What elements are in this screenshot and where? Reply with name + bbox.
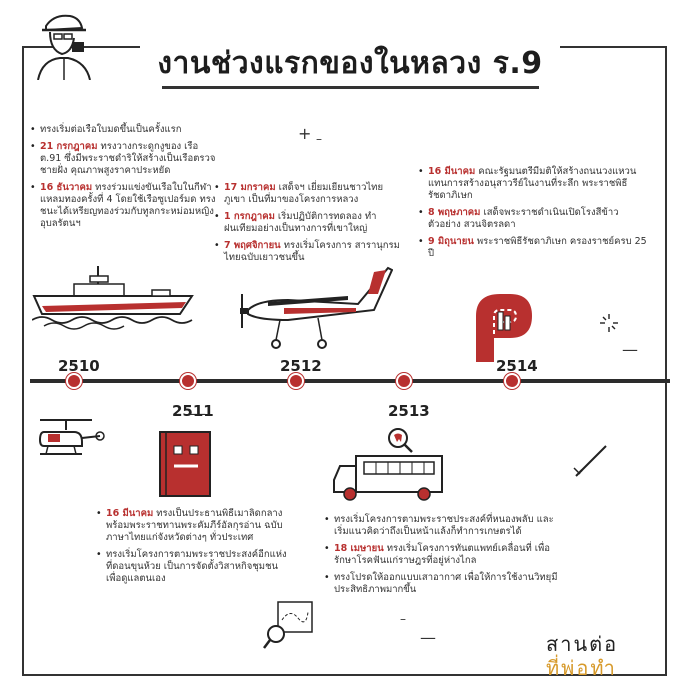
book-icon	[159, 431, 211, 497]
event-item: ทรงเริ่มต่อเรือใบมดขึ้นเป็นครั้งแรก	[30, 124, 220, 136]
map-magnifier-icon	[263, 601, 313, 649]
events-2512: 17 มกราคม เสด็จฯ เยี่ยมเยียนชาวไทยภูเขา …	[214, 182, 404, 269]
year-label-2513: 2513	[388, 402, 430, 420]
title-mask	[140, 36, 560, 58]
year-label-2512: 2512	[280, 357, 322, 375]
events-2511: 16 มีนาคม ทรงเป็นประธานพิธีเมาลิดกลาง พร…	[96, 508, 294, 590]
brand-logo: สานต่อ ที่พ่อทำ	[546, 632, 636, 680]
event-item: 7 พฤศจิกายน ทรงเริ่มโครงการ สารานุกรมไทย…	[214, 240, 404, 264]
mobile-dental-truck-icon	[333, 455, 443, 501]
event-date: 16 มีนาคม	[428, 166, 476, 177]
events-2514: 16 มีนาคม คณะรัฐมนตรีมีมติให้สร้างถนนวงแ…	[418, 166, 650, 265]
burst-decoration	[600, 314, 618, 332]
event-date: 7 พฤศจิกายน	[224, 240, 281, 251]
event-text: ทรงโปรดให้ออกแบบเสาอากาศ เพื่อให้การใช้ง…	[334, 572, 558, 595]
year-label-2510: 2510	[58, 357, 100, 375]
event-date: 8 พฤษภาคม	[428, 207, 481, 218]
plus-decoration: +	[298, 124, 312, 143]
event-item: 8 พฤษภาคม เสด็จพระราชดำเนินเปิดโรงสีข้าว…	[418, 207, 650, 231]
event-date: 18 เมษายน	[334, 543, 384, 554]
event-text: ทรงวางกระดูกงูของ เรือ ต.91 ซึ่งมีพระราช…	[40, 141, 216, 176]
event-text: ทรงเริ่มโครงการ สารานุกรมไทยฉบับเยาวชนขึ…	[224, 240, 400, 263]
event-text: เริ่มปฏิบัติการทดลอง ทำฝนเทียมอย่างเป็นท…	[224, 211, 377, 234]
event-date: 1 กรกฎาคม	[224, 211, 275, 222]
timeline-dot-2512	[288, 373, 304, 389]
event-text: ทรงเริ่มโครงการตามพระราชประสงค์อีกแห่ง ท…	[106, 549, 287, 584]
airplane-icon	[240, 266, 393, 349]
event-date: 17 มกราคม	[224, 182, 276, 193]
event-item: ทรงโปรดให้ออกแบบเสาอากาศ เพื่อให้การใช้ง…	[324, 572, 564, 596]
dash-decoration: —	[190, 404, 206, 423]
event-text: เสด็จพระราชดำเนินเปิดโรงสีข้าวตัวอย่าง ส…	[428, 207, 619, 230]
tooth-icon	[388, 428, 413, 453]
timeline-axis	[30, 379, 670, 383]
events-2510: ทรงเริ่มต่อเรือใบมดขึ้นเป็นครั้งแรก 21 ก…	[30, 124, 220, 235]
event-text: ทรงร่วมแข่งขันเรือใบในกีฬาแหลมทองครั้งที…	[40, 182, 216, 229]
year-label-2514: 2514	[496, 357, 538, 375]
event-text: ทรงเริ่มโครงการทันตแพทย์เคลื่อนที่ เพื่อ…	[334, 543, 550, 566]
timeline-dot-2510	[66, 373, 82, 389]
king-with-camera-icon	[37, 14, 91, 80]
event-item: 16 มีนาคม คณะรัฐมนตรีมีมติให้สร้างถนนวงแ…	[418, 166, 650, 202]
dash-decoration: —	[420, 628, 436, 647]
timeline-dot-2513	[396, 373, 412, 389]
event-item: 18 เมษายน ทรงเริ่มโครงการทันตแพทย์เคลื่อ…	[324, 543, 564, 567]
dash-decoration: —	[622, 340, 638, 359]
event-text: ทรงเริ่มต่อเรือใบมดขึ้นเป็นครั้งแรก	[40, 124, 182, 135]
event-date: 16 มีนาคม	[106, 508, 154, 519]
dash-decoration: –	[316, 132, 322, 146]
pencil-icon	[573, 445, 607, 477]
events-2513: ทรงเริ่มโครงการตามพระราชประสงค์ที่หนองพล…	[324, 514, 564, 601]
event-text: คณะรัฐมนตรีมีมติให้สร้างถนนวงแหวน แทนการ…	[428, 166, 637, 201]
event-text: พระราชพิธีรัชดาภิเษก ครองราชย์ครบ 25 ปี	[428, 236, 647, 259]
event-item: 1 กรกฎาคม เริ่มปฏิบัติการทดลอง ทำฝนเทียม…	[214, 211, 404, 235]
event-item: 9 มิถุนายน พระราชพิธีรัชดาภิเษก ครองราชย…	[418, 236, 650, 260]
timeline-dot-2511	[180, 373, 196, 389]
event-text: ทรงเริ่มโครงการตามพระราชประสงค์ที่หนองพล…	[334, 514, 554, 537]
event-item: 17 มกราคม เสด็จฯ เยี่ยมเยียนชาวไทยภูเขา …	[214, 182, 404, 206]
event-item: 16 ธันวาคม ทรงร่วมแข่งขันเรือใบในกีฬาแหล…	[30, 182, 220, 230]
brand-line-1: สานต่อ	[546, 632, 619, 656]
page-title: งานช่วงแรกของในหลวง ร.9	[157, 46, 543, 81]
ring-road-icon	[476, 294, 532, 362]
helicopter-icon	[38, 419, 105, 455]
event-text: เสด็จฯ เยี่ยมเยียนชาวไทยภูเขา เป็นที่มาข…	[224, 182, 384, 205]
event-date: 21 กรกฎาคม	[40, 141, 98, 152]
event-item: 21 กรกฎาคม ทรงวางกระดูกงูของ เรือ ต.91 ซ…	[30, 141, 220, 177]
navy-ship-icon	[32, 266, 194, 330]
timeline-dot-2514	[504, 373, 520, 389]
event-item: ทรงเริ่มโครงการตามพระราชประสงค์อีกแห่ง ท…	[96, 549, 294, 585]
title-underline	[162, 86, 539, 89]
event-date: 9 มิถุนายน	[428, 236, 474, 247]
event-item: 16 มีนาคม ทรงเป็นประธานพิธีเมาลิดกลาง พร…	[96, 508, 294, 544]
brand-line-2: ที่พ่อทำ	[546, 656, 617, 680]
year-label-2511: 2511	[172, 402, 214, 420]
event-date: 16 ธันวาคม	[40, 182, 93, 193]
event-text: ทรงเป็นประธานพิธีเมาลิดกลาง พร้อมพระราชท…	[106, 508, 283, 543]
event-item: ทรงเริ่มโครงการตามพระราชประสงค์ที่หนองพล…	[324, 514, 564, 538]
dash-decoration: –	[400, 612, 406, 626]
